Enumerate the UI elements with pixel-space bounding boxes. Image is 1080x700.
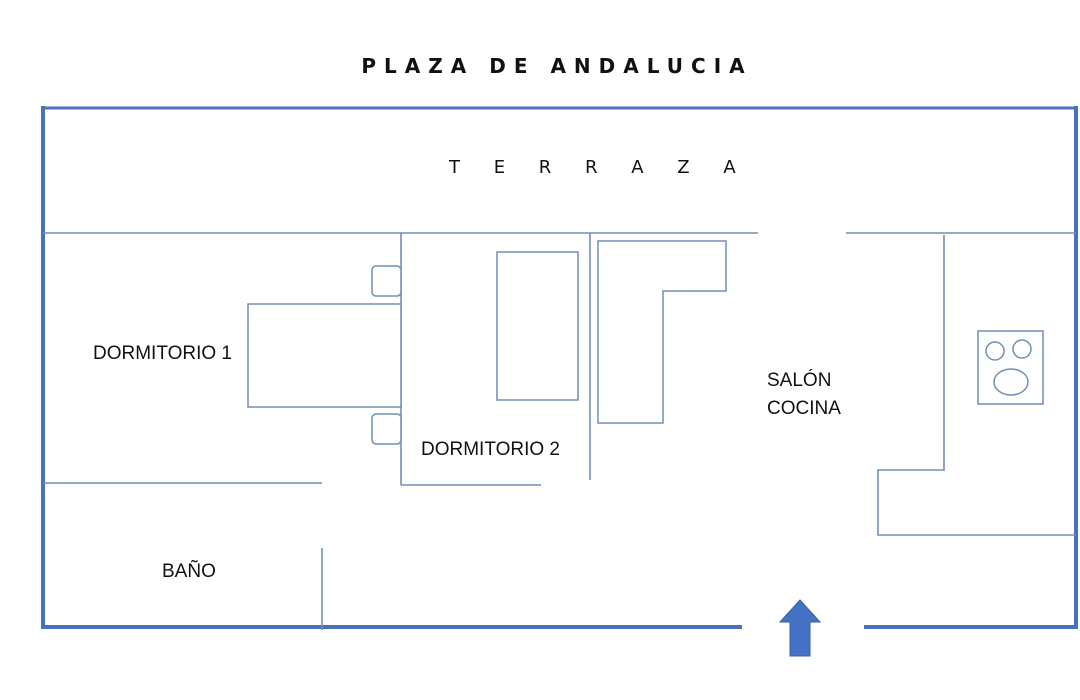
kitchen-counter-wall: [877, 235, 1076, 536]
room-label-salon: SALÓN: [767, 370, 832, 391]
stove-icon: [977, 330, 1044, 405]
burner-3: [993, 368, 1029, 396]
nightstand-bottom: [371, 413, 402, 445]
room-label-dormitorio-1: DORMITORIO 1: [93, 343, 232, 364]
burner-2: [1012, 339, 1032, 359]
room-label-cocina: COCINA: [767, 398, 841, 419]
nightstand-top: [371, 265, 402, 297]
room-label-bano: BAÑO: [162, 561, 216, 582]
room-label-dormitorio-2: DORMITORIO 2: [421, 439, 560, 460]
arrow-up-icon: [778, 599, 822, 657]
stove-body: [977, 330, 1044, 405]
furniture: [247, 240, 727, 445]
bed-dorm1: [247, 303, 402, 408]
room-label-terraza: T E R R A Z A: [449, 157, 750, 178]
page-title: PLAZA DE ANDALUCIA: [361, 54, 753, 78]
inner-walls: [43, 232, 1076, 630]
outer-walls: [41, 106, 1078, 629]
bed-dorm2: [496, 251, 579, 401]
l-shaped-sofa: [597, 240, 727, 424]
burner-1: [985, 341, 1005, 361]
